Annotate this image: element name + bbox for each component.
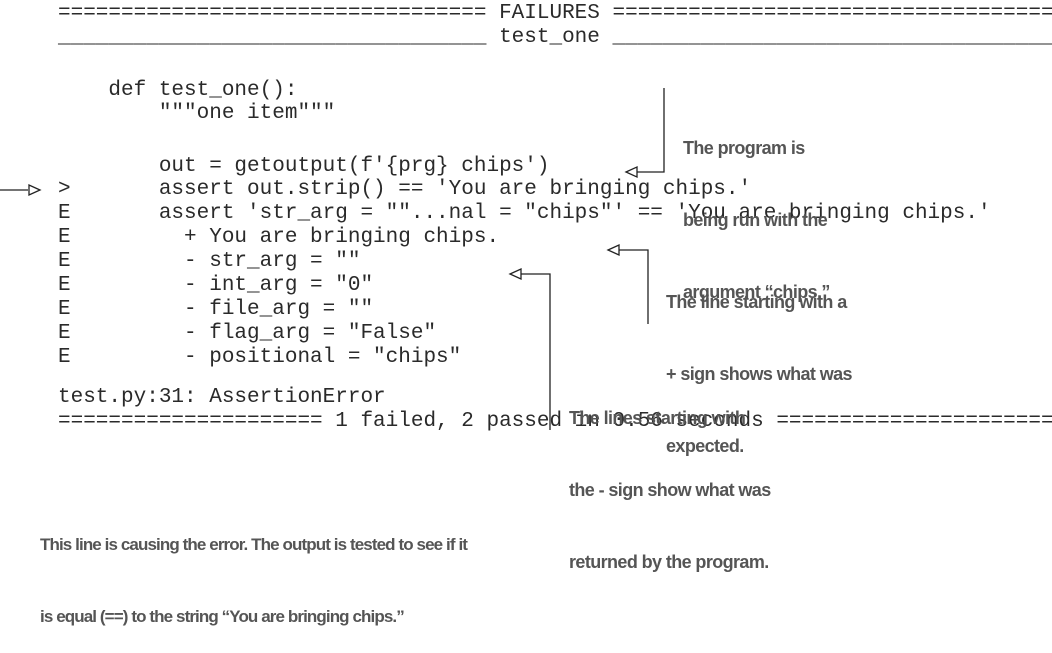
error-line-file-arg: E - file_arg = "": [58, 298, 374, 321]
annotation-plus-sign: The line starting with a + sign shows wh…: [666, 242, 853, 482]
arrow-error-line: [0, 183, 42, 197]
test-name-header: __________________________________ test_…: [58, 26, 1052, 49]
annotation-minus-sign: The lines starting with the - sign show …: [569, 358, 771, 598]
annotation-line: expected.: [666, 436, 744, 456]
annotation-line: The lines starting with: [569, 408, 746, 428]
annotation-line: argument “chips.”: [683, 282, 830, 302]
annotation-program-args: The program is being run with the argume…: [683, 88, 830, 328]
failures-header: ================================== FAILU…: [58, 2, 1052, 25]
code-line-assert: > assert out.strip() == 'You are bringin…: [58, 178, 752, 201]
annotation-line: The program is: [683, 138, 805, 158]
code-line-docstring: """one item""": [58, 102, 336, 125]
error-line-assert: E assert 'str_arg = ""...nal = "chips"' …: [58, 202, 991, 225]
annotation-line: The line starting with a: [666, 292, 847, 312]
code-line-def: def test_one():: [58, 79, 298, 102]
annotation-line: is equal (==) to the string “You are bri…: [40, 607, 405, 626]
annotation-line: being run with the: [683, 210, 828, 230]
annotation-line: This line is causing the error. The outp…: [40, 535, 468, 554]
summary-line: ===================== 1 failed, 2 passed…: [58, 410, 1052, 433]
arrow-plus-sign: [606, 243, 649, 324]
error-line-str-arg: E - str_arg = "": [58, 250, 361, 273]
callout-arrows: [0, 88, 665, 430]
annotation-line: returned by the program.: [569, 552, 769, 572]
code-line-getoutput: out = getoutput(f'{prg} chips'): [58, 155, 550, 178]
annotation-line: the - sign show what was: [569, 480, 771, 500]
arrow-program-args: [624, 88, 665, 179]
error-line-int-arg: E - int_arg = "0": [58, 274, 374, 297]
assertion-error-location: test.py:31: AssertionError: [58, 386, 386, 409]
annotation-error-line: This line is causing the error. The outp…: [40, 485, 468, 653]
annotation-line: + sign shows what was: [666, 364, 853, 384]
error-line-positional: E - positional = "chips": [58, 346, 462, 369]
arrow-minus-sign: [508, 267, 551, 430]
error-line-flag-arg: E - flag_arg = "False": [58, 322, 437, 345]
error-line-expected: E + You are bringing chips.: [58, 226, 500, 249]
